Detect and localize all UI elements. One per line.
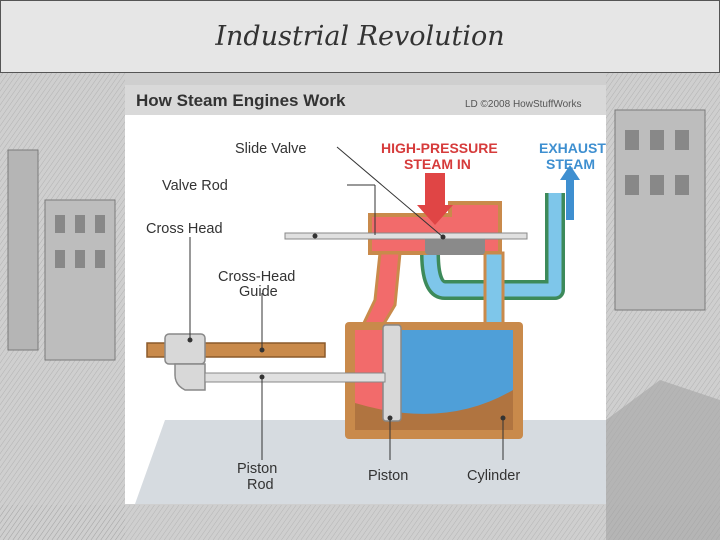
label-cross-head-guide-2: Guide xyxy=(239,284,278,300)
cross-head xyxy=(164,333,206,365)
exhaust-arrow-icon xyxy=(560,165,580,220)
label-cross-head-guide-1: Cross-Head xyxy=(218,269,295,285)
label-piston-rod-1: Piston xyxy=(237,461,277,477)
diagram-title: How Steam Engines Work xyxy=(136,91,346,110)
leader-lines xyxy=(189,146,504,460)
label-valve-rod: Valve Rod xyxy=(162,178,228,194)
slide-title-bar: Industrial Revolution xyxy=(0,0,720,73)
leader-dots xyxy=(187,233,506,421)
valve-rod xyxy=(284,232,528,240)
exhaust-pipe-steam xyxy=(445,193,562,297)
diagram-credit: LD ©2008 HowStuffWorks xyxy=(465,99,582,110)
label-cross-head: Cross Head xyxy=(146,221,223,237)
diagram-header-bar xyxy=(125,85,606,115)
label-high-pressure-1: HIGH-PRESSURE xyxy=(381,140,498,156)
label-exhaust-2: STEAM xyxy=(546,156,595,172)
label-slide-valve: Slide Valve xyxy=(235,141,306,157)
piston-rod xyxy=(204,372,386,383)
steam-passage-right xyxy=(483,251,505,327)
label-piston-rod-2: Rod xyxy=(247,477,274,493)
piston xyxy=(382,324,402,422)
floor-base xyxy=(135,420,606,504)
cross-head-link xyxy=(174,363,206,391)
label-exhaust-1: EXHAUST xyxy=(539,140,606,156)
steam-passage-left xyxy=(360,251,402,327)
label-piston: Piston xyxy=(368,468,408,484)
high-pressure-arrow-icon xyxy=(417,173,453,225)
diagram-canvas: How Steam Engines Work LD ©2008 HowStuff… xyxy=(125,85,606,504)
label-high-pressure-2: STEAM IN xyxy=(404,156,471,172)
steam-engine-diagram: How Steam Engines Work LD ©2008 HowStuff… xyxy=(125,85,606,504)
slide-title: Industrial Revolution xyxy=(215,21,505,52)
label-cylinder: Cylinder xyxy=(467,468,520,484)
exhaust-pipe-bend-steam xyxy=(423,252,447,297)
